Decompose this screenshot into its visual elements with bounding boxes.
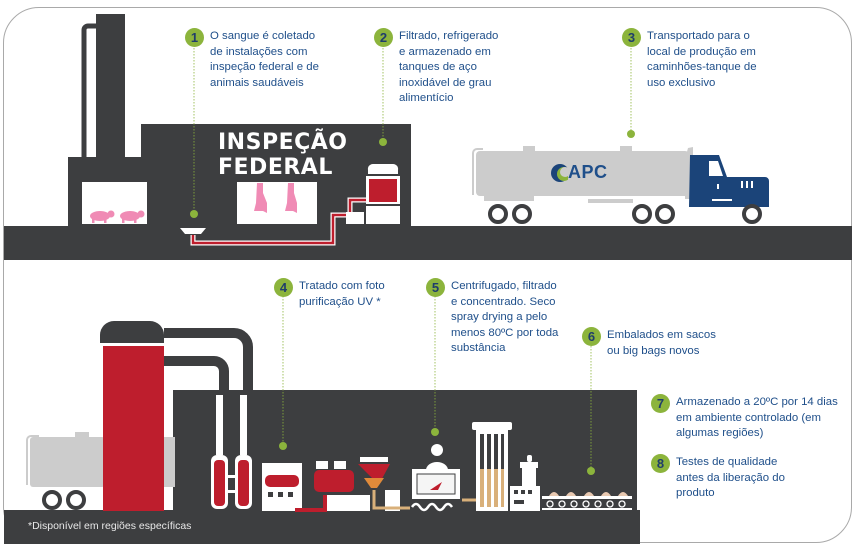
centrifuge-icon [262,457,410,512]
leader-lines-bottom [282,296,592,468]
control-panel-icon [410,444,478,512]
pig-icon [90,210,145,223]
apc-logo: APC [550,162,608,183]
step-badge: 4 [274,278,293,297]
step-text: Testes de qualidade antes da liberação d… [676,456,785,500]
conveyor-bags-icon [542,492,632,510]
ground-bottom [4,510,640,544]
step-3: 3 Transportado para o local de produção … [622,28,757,91]
step-7: 7 Armazenado a 20ºC por 14 dias em ambie… [651,394,838,442]
step-6: 6 Embalados em sacos ou big bags novos [582,327,716,359]
ground-top [4,226,852,260]
step-badge: 8 [651,454,670,473]
packaging-machine-icon [510,455,540,511]
step-badge: 7 [651,394,670,413]
facility-label-line1: INSPEÇÃO [218,130,348,155]
step-4: 4 Tratado com foto purificação UV * [274,278,385,310]
collection-funnel-icon [180,228,206,234]
step-badge: 5 [426,278,445,297]
storage-tank-icon [346,163,400,224]
chimney-icon [81,14,125,164]
facility-building-icon [68,124,411,227]
spray-dryer-icon [472,422,512,511]
facility-label-line2: FEDERAL [218,155,333,180]
step-text: Transportado para o local de produção em… [647,30,757,89]
leader-dots-bottom [279,428,595,475]
tanker-truck-icon [472,146,769,224]
step-badge: 1 [185,28,204,47]
step-text: Embalados em sacos ou big bags novos [607,329,716,357]
step-1: 1 O sangue é coletado de instalações com… [185,28,319,91]
step-text: Tratado com foto purificação UV * [299,280,385,308]
step-text: O sangue é coletado de instalações com i… [210,30,319,89]
leader-lines-top [193,45,632,212]
step-5: 5 Centrifugado, filtrado e concentrado. … [426,278,559,357]
step-text: Armazenado a 20ºC por 14 dias em ambient… [676,396,838,440]
step-badge: 2 [374,28,393,47]
footnote: *Disponível em regiões específicas [28,520,192,532]
uv-purification-icon [211,395,252,509]
apc-logo-text: APC [568,162,608,182]
step-text: Filtrado, refrigerado e armazenado em ta… [399,30,499,105]
leader-dots-top [190,130,635,218]
processing-tower-icon [100,321,253,511]
apc-crescent-icon [551,163,568,182]
blood-pipe-icon [190,197,370,246]
step-badge: 6 [582,327,601,346]
step-8: 8 Testes de qualidade antes da liberação… [651,454,785,502]
step-text: Centrifugado, filtrado e concentrado. Se… [451,280,559,355]
step-2: 2 Filtrado, refrigerado e armazenado em … [374,28,499,107]
carcass-icon [254,183,297,213]
step-badge: 3 [622,28,641,47]
